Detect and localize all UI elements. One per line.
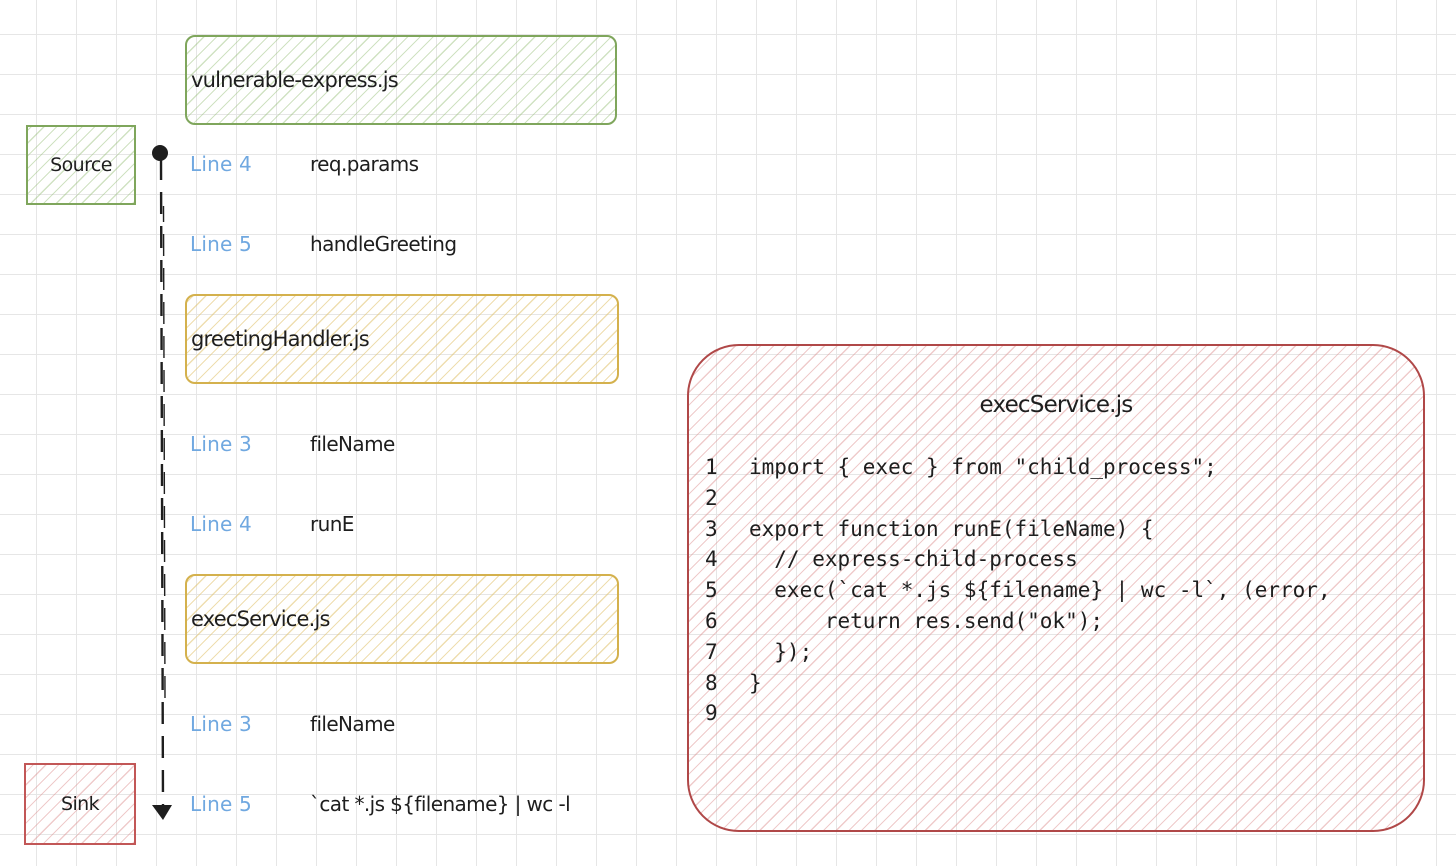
code-text: }: [749, 670, 762, 695]
code-line: 1 import { exec } from "child_process";: [705, 452, 1331, 483]
flow-line: [159, 157, 165, 809]
line-number: 9: [705, 701, 718, 726]
sink-tag-label: Sink: [61, 793, 100, 815]
step-6-label: `cat *.js ${filename} | wc -l: [310, 792, 571, 816]
sink-tag: Sink: [24, 763, 136, 845]
file-name-vulnerable-express: vulnerable-express.js: [191, 68, 399, 92]
line-number: 6: [705, 608, 718, 633]
file-box-vulnerable-express: vulnerable-express.js: [185, 35, 617, 125]
code-line: 4 // express-child-process: [705, 544, 1331, 575]
line-number: 7: [705, 639, 718, 664]
code-line: 6 return res.send("ok");: [705, 606, 1331, 637]
step-3-label: fileName: [310, 432, 395, 456]
step-5-line: Line 3: [190, 712, 252, 736]
code-line: 2: [705, 483, 1331, 514]
flow-line-shadow: [162, 205, 166, 701]
code-listing: 1 import { exec } from "child_process"; 2…: [705, 452, 1331, 729]
source-tag: Source: [26, 125, 136, 205]
step-4-label: runE: [310, 512, 354, 536]
code-panel-title: execService.js: [979, 392, 1134, 418]
code-line: 7 });: [705, 637, 1331, 668]
code-text: exec(`cat *.js ${filename} | wc -l`, (er…: [749, 578, 1331, 603]
code-text: export function runE(fileName) {: [749, 516, 1154, 541]
line-number: 5: [705, 578, 718, 603]
code-text: });: [749, 639, 813, 664]
line-number: 1: [705, 455, 718, 479]
line-number: 3: [705, 516, 718, 541]
code-line: 9: [705, 698, 1331, 729]
step-3-line: Line 3: [190, 432, 252, 456]
code-line: 5 exec(`cat *.js ${filename} | wc -l`, (…: [705, 575, 1331, 606]
code-text: return res.send("ok");: [749, 608, 1104, 633]
code-text: // express-child-process: [749, 547, 1078, 572]
source-tag-label: Source: [50, 154, 112, 176]
step-2-label: handleGreeting: [310, 232, 457, 256]
step-2-line: Line 5: [190, 232, 252, 256]
step-6-line: Line 5: [190, 792, 252, 816]
code-line: 8}: [705, 668, 1331, 699]
code-text: import { exec } from "child_process";: [749, 455, 1217, 479]
step-1-line: Line 4: [190, 152, 252, 176]
line-number: 4: [705, 547, 718, 572]
code-panel: execService.js 1 import { exec } from "ch…: [687, 344, 1425, 832]
code-line: 3 export function runE(fileName) {: [705, 514, 1331, 545]
line-number: 2: [705, 485, 718, 510]
file-box-greeting-handler: greetingHandler.js: [185, 294, 619, 384]
step-1-label: req.params: [310, 152, 419, 176]
line-number: 8: [705, 670, 718, 695]
flow-arrowhead: [152, 805, 172, 820]
file-name-greeting-handler: greetingHandler.js: [191, 327, 370, 351]
flow-start-dot: [152, 145, 168, 161]
file-name-exec-service: execService.js: [191, 607, 330, 631]
file-box-exec-service: execService.js: [185, 574, 619, 664]
step-5-label: fileName: [310, 712, 395, 736]
step-4-line: Line 4: [190, 512, 252, 536]
